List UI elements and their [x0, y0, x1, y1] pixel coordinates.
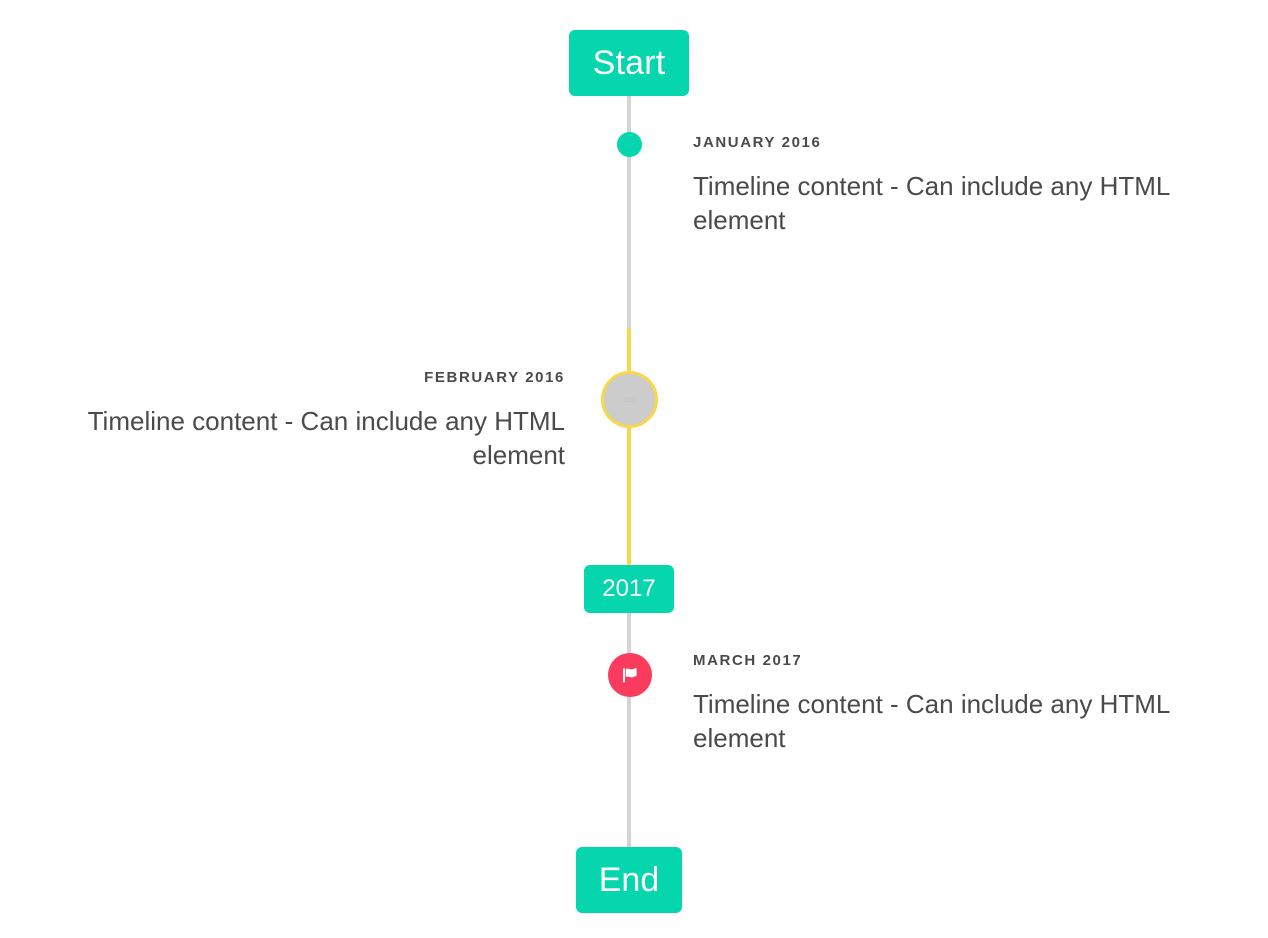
timeline-entry-body: Timeline content - Can include any HTML … [87, 406, 565, 471]
timeline-marker-ring-icon[interactable]: ▫▫ [601, 371, 658, 428]
timeline-entry-label: FEBRUARY 2016 [424, 369, 565, 386]
timeline-entry-body: Timeline content - Can include any HTML … [693, 689, 1170, 754]
timeline-entry-label: JANUARY 2016 [693, 134, 822, 151]
timeline-entry-march: MARCH 2017 Timeline content - Can includ… [693, 652, 1233, 756]
timeline-marker-flag-icon[interactable] [608, 653, 652, 697]
timeline-year-badge[interactable]: 2017 [584, 565, 674, 613]
timeline-entry-february: FEBRUARY 2016 Timeline content - Can inc… [40, 369, 565, 473]
timeline-entry-body: Timeline content - Can include any HTML … [693, 171, 1170, 236]
timeline-rail-highlight [627, 328, 631, 568]
timeline-rail-lower [627, 610, 631, 856]
timeline-rail-upper [627, 88, 631, 330]
placeholder-glyph-icon: ▫▫ [623, 390, 636, 409]
timeline-entry-label: MARCH 2017 [693, 652, 803, 669]
timeline-start-badge-label: Start [592, 43, 666, 82]
timeline-end-badge-label: End [598, 860, 660, 899]
timeline-entry-january: JANUARY 2016 Timeline content - Can incl… [693, 134, 1233, 238]
timeline-year-badge-label: 2017 [602, 575, 656, 602]
timeline-end-badge[interactable]: End [576, 847, 682, 913]
timeline-start-badge[interactable]: Start [569, 30, 689, 96]
timeline-marker-dot-icon[interactable] [617, 132, 642, 157]
